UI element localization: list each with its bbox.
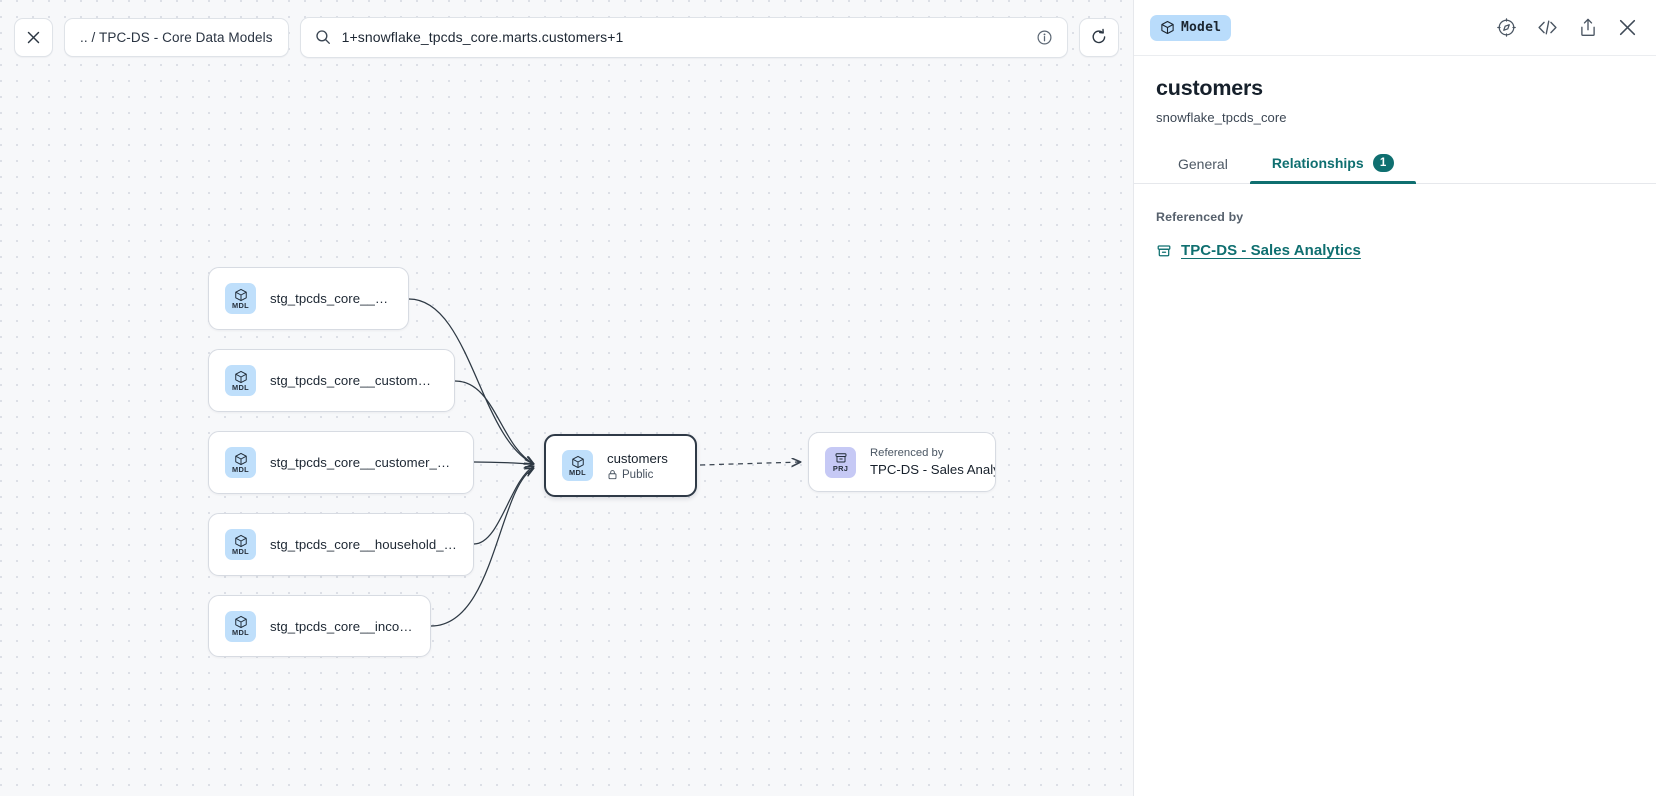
canvas-toolbar: .. / TPC-DS - Core Data Models 1+snowfla…: [0, 0, 1133, 74]
panel-header: Model: [1134, 0, 1656, 56]
resource-type-pill: Model: [1150, 14, 1232, 41]
model-badge-text: MDL: [232, 382, 249, 392]
node-visibility: Public: [607, 469, 668, 481]
panel-subtitle: snowflake_tpcds_core: [1156, 110, 1287, 125]
node-label: stg_tpcds_core__income_band: [270, 618, 414, 634]
lineage-search-box[interactable]: 1+snowflake_tpcds_core.marts.customers+1: [299, 16, 1068, 58]
node-text-stack: Referenced by TPC-DS - Sales Analytics: [870, 447, 995, 477]
code-icon[interactable]: [1536, 17, 1559, 38]
model-badge-text: MDL: [232, 546, 249, 556]
project-icon: [835, 453, 846, 463]
model-badge-text: MDL: [232, 300, 249, 310]
project-badge-text: PRJ: [832, 464, 849, 473]
model-badge-text: MDL: [569, 467, 586, 477]
close-x-icon: [27, 31, 40, 43]
node-label: stg_tpcds_core__customer_demogra…: [270, 455, 457, 470]
reference-list-item[interactable]: TPC-DS - Sales Analytics: [1156, 242, 1634, 259]
lineage-node[interactable]: MDL stg_tpcds_core__household_demogr…: [208, 513, 474, 576]
node-visibility-label: Public: [622, 468, 654, 481]
node-label: stg_tpcds_core__customer_address: [270, 373, 438, 388]
tab-relationships-count: 1: [1372, 154, 1394, 172]
tab-general[interactable]: General: [1156, 156, 1250, 183]
node-title: customers: [607, 450, 668, 466]
relationships-content: Referenced by TPC-DS - Sales Analytics: [1134, 184, 1656, 259]
lock-icon: [608, 470, 617, 480]
page-title: customers: [1156, 76, 1263, 100]
tab-relationships-label: Relationships: [1271, 155, 1364, 171]
cube-icon: [1161, 20, 1174, 35]
tab-general-label: General: [1178, 156, 1228, 172]
detail-panel: Model: [1133, 0, 1656, 796]
node-label: stg_tpcds_core__customer: [270, 291, 392, 306]
model-badge-text: MDL: [232, 464, 249, 474]
cube-icon: [234, 615, 247, 629]
close-icon[interactable]: [1617, 17, 1638, 38]
node-kicker: Referenced by: [870, 447, 944, 459]
model-badge-text: MDL: [232, 628, 249, 637]
panel-action-bar: [1496, 17, 1638, 38]
node-title: TPC-DS - Sales Analytics: [870, 462, 995, 477]
model-badge: MDL: [225, 447, 256, 478]
explore-icon[interactable]: [1496, 17, 1517, 38]
breadcrumb-label: .. / TPC-DS - Core Data Models: [80, 29, 273, 45]
cube-icon: [234, 288, 247, 301]
selected-node-customers[interactable]: MDL customers Public: [544, 434, 697, 497]
node-text-stack: customers Public: [607, 451, 668, 481]
lineage-node[interactable]: MDL stg_tpcds_core__customer_address: [208, 349, 455, 412]
cube-icon: [571, 455, 584, 468]
referenced-by-node[interactable]: PRJ Referenced by TPC-DS - Sales Analyti…: [808, 432, 996, 492]
resource-type-label: Model: [1181, 20, 1222, 35]
cube-icon: [234, 452, 247, 465]
cube-icon: [234, 370, 247, 383]
lineage-node[interactable]: MDL stg_tpcds_core__income_band: [208, 595, 431, 657]
model-badge: MDL: [225, 365, 256, 396]
node-label: stg_tpcds_core__household_demogr…: [270, 537, 457, 552]
model-badge: MDL: [562, 450, 593, 481]
model-badge: MDL: [225, 283, 256, 314]
share-icon[interactable]: [1578, 17, 1598, 38]
refresh-icon: [1092, 28, 1106, 44]
lineage-nodes: MDL stg_tpcds_core__customer MDL stg_tpc…: [208, 267, 996, 657]
close-lineage-button[interactable]: [14, 17, 53, 57]
lineage-canvas[interactable]: .. / TPC-DS - Core Data Models 1+snowfla…: [0, 0, 1133, 796]
search-icon: [315, 30, 330, 44]
panel-title-block: customers snowflake_tpcds_core: [1134, 56, 1656, 125]
tab-relationships[interactable]: Relationships 1: [1249, 154, 1416, 184]
model-badge: MDL: [225, 610, 256, 642]
project-badge: PRJ: [825, 446, 856, 478]
project-icon: [1157, 244, 1171, 256]
reference-link[interactable]: TPC-DS - Sales Analytics: [1181, 242, 1361, 259]
cube-icon: [234, 534, 247, 547]
lineage-node[interactable]: MDL stg_tpcds_core__customer: [208, 267, 409, 330]
referenced-by-label: Referenced by: [1156, 210, 1244, 224]
lineage-node[interactable]: MDL stg_tpcds_core__customer_demogra…: [208, 431, 474, 494]
refresh-button[interactable]: [1079, 17, 1119, 57]
search-input[interactable]: 1+snowflake_tpcds_core.marts.customers+1: [341, 29, 624, 45]
model-badge: MDL: [225, 529, 256, 560]
breadcrumb-button[interactable]: .. / TPC-DS - Core Data Models: [64, 17, 289, 57]
info-circle-icon[interactable]: [1036, 29, 1053, 46]
panel-tabs: General Relationships 1: [1134, 154, 1656, 184]
